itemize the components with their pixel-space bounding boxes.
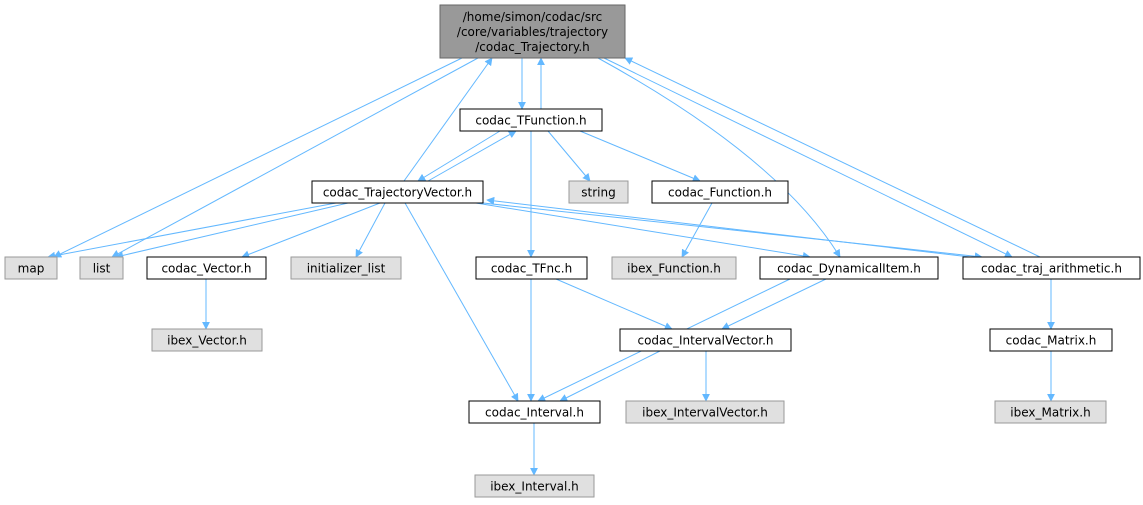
edge-tfunction-to-string xyxy=(547,130,591,182)
node-ibexmatrix: ibex_Matrix.h xyxy=(994,400,1107,424)
node-label-ibexfunction: ibex_Function.h xyxy=(627,262,721,276)
node-label-interval: codac_Interval.h xyxy=(485,406,584,420)
node-box-dynitem xyxy=(759,256,939,280)
node-vector[interactable]: codac_Vector.h xyxy=(146,256,267,280)
node-box-function xyxy=(651,180,789,204)
node-label-root: /core/variables/trajectory xyxy=(457,25,608,39)
edge-trajarith-to-root xyxy=(624,57,1041,258)
node-map: map xyxy=(4,256,58,280)
node-box-list xyxy=(79,256,124,280)
node-tfnc[interactable]: codac_TFnc.h xyxy=(475,256,588,280)
node-ibexivector: ibex_IntervalVector.h xyxy=(625,400,785,424)
node-matrix[interactable]: codac_Matrix.h xyxy=(989,328,1113,352)
node-box-tfunction xyxy=(459,108,603,132)
edge-dynitem-to-ivector xyxy=(721,278,827,330)
node-ibexfunction: ibex_Function.h xyxy=(611,256,737,280)
node-string: string xyxy=(568,180,629,204)
edge-function-to-ibexfunction xyxy=(681,202,713,258)
node-box-root xyxy=(439,4,626,59)
node-label-ivector: codac_IntervalVector.h xyxy=(637,334,773,348)
node-ibexvector: ibex_Vector.h xyxy=(151,328,263,352)
node-box-ibexfunction xyxy=(611,256,737,280)
node-interval[interactable]: codac_Interval.h xyxy=(468,400,601,424)
node-label-ibexmatrix: ibex_Matrix.h xyxy=(1010,406,1090,420)
node-tfunction[interactable]: codac_TFunction.h xyxy=(459,108,603,132)
edge-trajarith-to-trajvector xyxy=(486,196,971,258)
node-box-trajarith xyxy=(962,256,1141,280)
node-label-ibexvector: ibex_Vector.h xyxy=(167,334,247,348)
node-initlist: initializer_list xyxy=(290,256,402,280)
edge-root-to-map xyxy=(53,57,463,258)
node-ivector[interactable]: codac_IntervalVector.h xyxy=(619,328,792,352)
node-box-ibexvector xyxy=(151,328,263,352)
edge-trajvector-to-map xyxy=(47,202,337,260)
node-box-interval xyxy=(468,400,601,424)
node-label-initlist: initializer_list xyxy=(307,262,386,276)
node-label-root: /home/simon/codac/src xyxy=(463,10,602,24)
node-ibexinterval: ibex_Interval.h xyxy=(474,474,595,498)
edge-tfunction-to-trajvector xyxy=(417,130,501,182)
node-trajvector[interactable]: codac_TrajectoryVector.h xyxy=(311,180,484,204)
node-label-tfunction: codac_TFunction.h xyxy=(475,114,586,128)
node-box-matrix xyxy=(989,328,1113,352)
node-label-matrix: codac_Matrix.h xyxy=(1006,334,1097,348)
node-list: list xyxy=(79,256,124,280)
node-label-map: map xyxy=(18,262,45,276)
node-function[interactable]: codac_Function.h xyxy=(651,180,789,204)
node-box-vector xyxy=(146,256,267,280)
node-label-tfnc: codac_TFnc.h xyxy=(491,262,572,276)
node-box-ibexmatrix xyxy=(994,400,1107,424)
node-box-ibexinterval xyxy=(474,474,595,498)
node-label-function: codac_Function.h xyxy=(668,186,772,200)
node-label-dynitem: codac_DynamicalItem.h xyxy=(777,262,921,276)
node-box-tfnc xyxy=(475,256,588,280)
edges-layer xyxy=(47,57,1055,476)
node-box-map xyxy=(4,256,58,280)
edge-root-to-dynitem xyxy=(597,57,841,258)
node-dynitem[interactable]: codac_DynamicalItem.h xyxy=(759,256,939,280)
edge-trajvector-to-trajarith xyxy=(482,202,983,261)
node-label-ibexinterval: ibex_Interval.h xyxy=(490,480,579,494)
edge-trajvector-to-tfunction xyxy=(427,130,517,182)
node-label-ibexivector: ibex_IntervalVector.h xyxy=(642,406,768,420)
edge-tfunction-to-function xyxy=(579,130,701,182)
edge-ivector-to-interval xyxy=(559,350,661,402)
edge-trajvector-to-dynitem xyxy=(475,202,811,260)
node-label-trajarith: codac_traj_arithmetic.h xyxy=(981,262,1122,276)
node-root[interactable]: /home/simon/codac/src/core/variables/tra… xyxy=(439,4,626,59)
edge-root-to-trajarith xyxy=(603,57,1013,258)
edge-trajvector-to-root xyxy=(403,57,493,182)
node-label-root: /codac_Trajectory.h xyxy=(475,40,590,54)
edge-trajvector-to-interval xyxy=(404,202,519,402)
node-label-vector: codac_Vector.h xyxy=(161,262,251,276)
node-label-trajvector: codac_TrajectoryVector.h xyxy=(323,186,472,200)
node-box-ivector xyxy=(619,328,792,352)
edge-trajvector-to-initlist xyxy=(355,202,386,258)
node-box-trajvector xyxy=(311,180,484,204)
node-box-string xyxy=(568,180,629,204)
node-box-ibexivector xyxy=(625,400,785,424)
node-label-list: list xyxy=(93,262,111,276)
nodes-layer: /home/simon/codac/src/core/variables/tra… xyxy=(4,4,1141,498)
edge-root-to-list xyxy=(111,57,479,258)
edge-trajvector-to-list xyxy=(115,202,349,260)
edge-trajvector-to-vector xyxy=(241,202,381,259)
node-box-initlist xyxy=(290,256,402,280)
edge-tfnc-to-ivector xyxy=(555,278,673,330)
node-trajarith[interactable]: codac_traj_arithmetic.h xyxy=(962,256,1141,280)
node-label-string: string xyxy=(581,186,615,200)
